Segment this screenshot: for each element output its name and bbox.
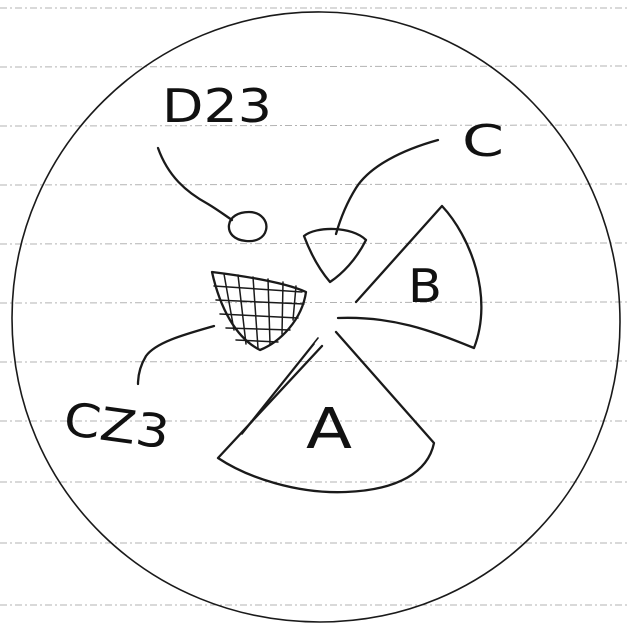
- ruled-paper-lines: [0, 8, 630, 605]
- label-a: A: [306, 397, 352, 462]
- label-c: C: [462, 116, 504, 167]
- leader-cz3: [138, 326, 214, 384]
- leader-d23: [158, 148, 232, 220]
- outer-circle: [12, 12, 620, 622]
- leader-c: [336, 140, 438, 234]
- small-circle: [229, 212, 266, 241]
- label-d23: D23: [162, 79, 272, 133]
- label-b: B: [408, 259, 442, 313]
- sector-cz3-hatching: [214, 274, 304, 348]
- sector-c: [304, 229, 366, 282]
- label-cz3: CZ3: [60, 391, 172, 459]
